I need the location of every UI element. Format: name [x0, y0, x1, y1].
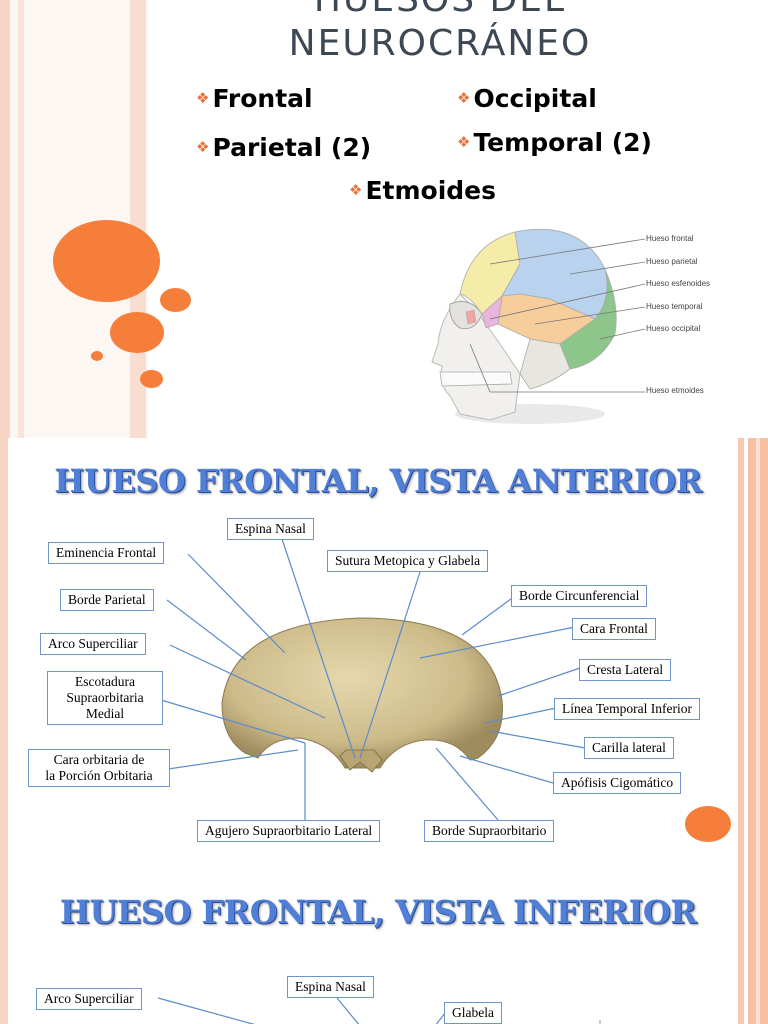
skull-leader-lines [469, 238, 646, 393]
label-cara-frontal: Cara Frontal [572, 618, 656, 640]
bone-item-parietal: ❖Parietal (2) [196, 133, 372, 162]
skull-label-etmoides: Hueso etmoides [646, 386, 704, 395]
label-linea-temporal: Línea Temporal Inferior [554, 698, 700, 720]
diamond-bullet-icon: ❖ [196, 138, 210, 156]
diamond-bullet-icon: ❖ [457, 89, 471, 107]
decorative-circle-large [53, 220, 160, 302]
bone-esfenoides-region [481, 294, 503, 329]
label-espina-nasal: Espina Nasal [227, 518, 314, 540]
bone-item-etmoides: ❖Etmoides [349, 176, 497, 205]
bone-item-temporal: ❖Temporal (2) [457, 128, 652, 157]
label-inferior-espina-nasal: Espina Nasal [287, 976, 374, 998]
heading-vista-anterior: HUESO FRONTAL, VISTA ANTERIOR [54, 462, 702, 500]
bone-temporal-region [497, 293, 596, 345]
skull-label-esfenoides: Hueso esfenoides [646, 279, 711, 288]
label-carilla-lateral: Carilla lateral [584, 737, 674, 759]
decorative-circle-tiny [91, 351, 103, 361]
diamond-bullet-icon: ❖ [457, 133, 471, 151]
skull-label-occipital: Hueso occipital [646, 324, 701, 333]
heading-vista-inferior: HUESO FRONTAL, VISTA INFERIOR [59, 893, 697, 931]
skull-teeth [439, 371, 513, 387]
label-escotadura-supraorbitaria: Escotadura Supraorbitaria Medial [47, 671, 163, 725]
skull-label-parietal: Hueso parietal [646, 257, 698, 266]
slide-neurocraneo: HUESOS DEL NEUROCRÁNEO ❖Frontal ❖Occipit… [0, 0, 768, 438]
decorative-circle-small-2 [140, 370, 163, 388]
label-cresta-lateral: Cresta Lateral [579, 659, 672, 681]
bone-item-occipital: ❖Occipital [457, 84, 597, 113]
left-edge-stripe [0, 438, 8, 1024]
slide-hueso-frontal: HUESO FRONTAL, VISTA ANTERIOR HUESO FRON… [0, 438, 768, 1024]
label-sutura-metopica: Sutura Metopica y Glabela [327, 550, 489, 572]
skull-diagram [431, 228, 646, 424]
label-eminencia-frontal: Eminencia Frontal [48, 542, 165, 564]
bone-item-frontal: ❖Frontal [196, 84, 313, 113]
right-edge-stripe-1 [738, 438, 744, 1024]
label-agujero-supraorbitario: Agujero Supraorbitario Lateral [197, 820, 381, 842]
label-arco-superciliar: Arco Superciliar [40, 633, 146, 655]
label-apofisis-cigomatico: Apófisis Cigomático [553, 772, 682, 794]
diamond-bullet-icon: ❖ [349, 181, 363, 199]
leader-lines [157, 538, 586, 1024]
label-cara-orbitaria: Cara orbitaria de la Porción Orbitaria [28, 749, 170, 787]
label-borde-supraorbitario: Borde Supraorbitario [424, 820, 555, 842]
decorative-circle-medium [110, 312, 164, 353]
skull-base [519, 338, 571, 390]
skull-label-temporal: Hueso temporal [646, 302, 703, 311]
label-borde-parietal: Borde Parietal [60, 589, 154, 611]
decorative-circle-small [160, 288, 191, 312]
label-inferior-glabela: Glabela [444, 1002, 502, 1024]
label-borde-circunferencial: Borde Circunferencial [511, 585, 648, 607]
frontal-bone-diagram [157, 538, 601, 1024]
bone-occipital-region [559, 268, 617, 370]
label-inferior-arco-superciliar: Arco Superciliar [36, 988, 142, 1010]
nasal-spine-shape [339, 749, 383, 773]
right-edge-stripe-3 [756, 438, 760, 1024]
skull-label-frontal: Hueso frontal [646, 234, 694, 243]
slide-title-line1: HUESOS DEL [150, 0, 730, 22]
slide-title-line2: NEUROCRÁNEO [288, 23, 592, 64]
left-stripe [0, 0, 10, 438]
frontal-bone-shape [221, 617, 503, 769]
diamond-bullet-icon: ❖ [196, 89, 210, 107]
bone-etmoides-region [465, 309, 477, 325]
left-stripe-thin [18, 0, 24, 438]
decorative-circle [685, 806, 731, 842]
